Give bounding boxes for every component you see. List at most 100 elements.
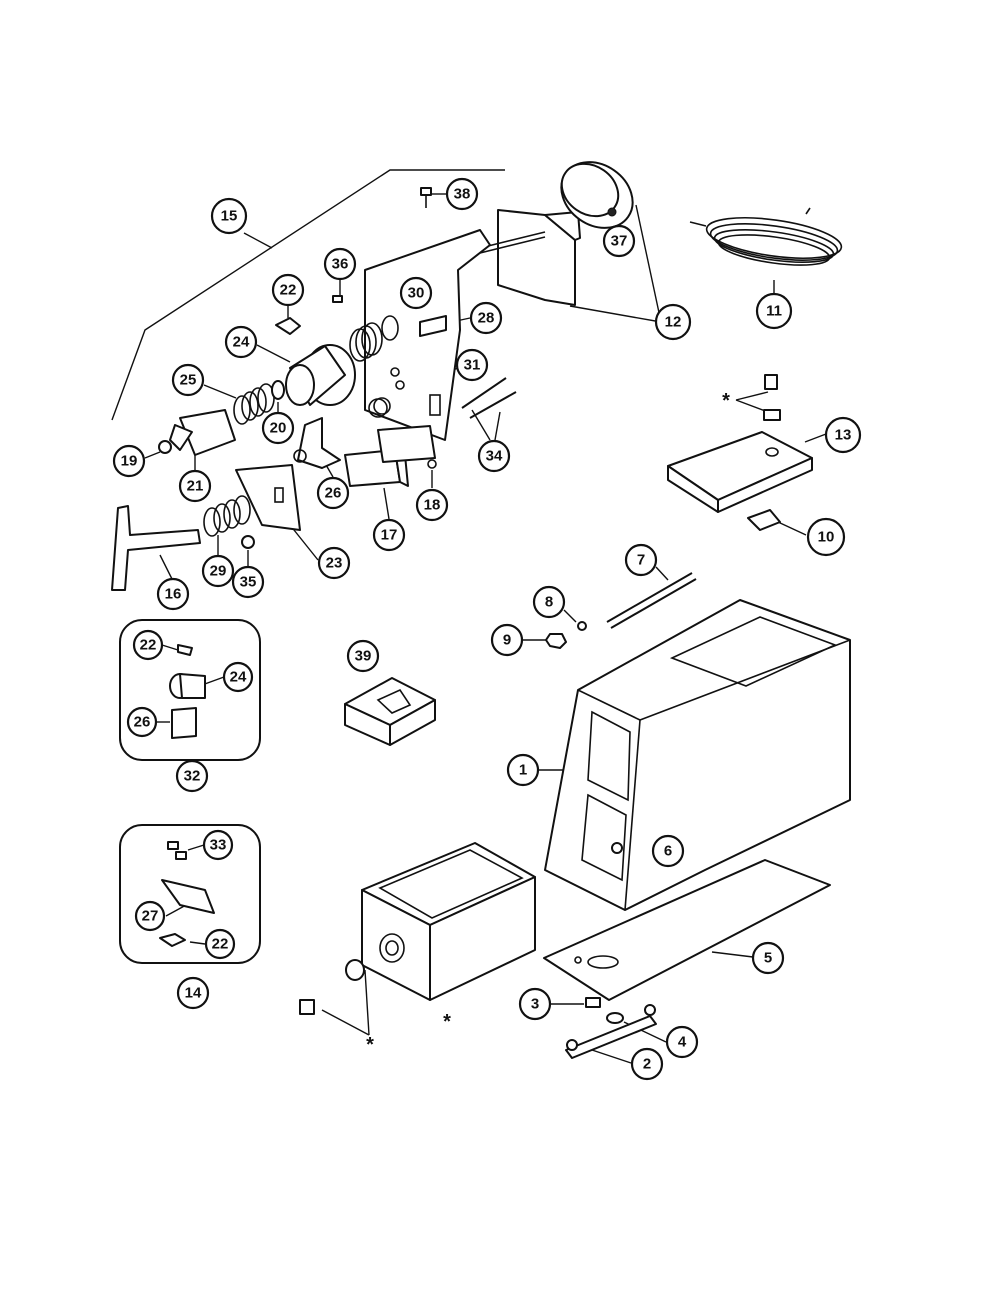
callout-21: 21 xyxy=(178,469,212,503)
callout-32: 32 xyxy=(175,759,209,793)
callout-1: 1 xyxy=(506,753,540,787)
callout-22: 22 xyxy=(271,273,305,307)
callout-26: 26 xyxy=(316,476,350,510)
part-1-main-housing xyxy=(544,599,851,911)
svg-text:23: 23 xyxy=(326,555,343,572)
svg-text:19: 19 xyxy=(121,453,138,470)
svg-text:20: 20 xyxy=(270,420,287,437)
part-5-base-plate xyxy=(543,859,831,1001)
svg-text:39: 39 xyxy=(355,648,372,665)
part-19-nut xyxy=(158,440,172,454)
callout-9: 9 xyxy=(490,623,524,657)
svg-text:1: 1 xyxy=(519,762,527,779)
callout-30: 30 xyxy=(399,276,433,310)
callout-16: 16 xyxy=(156,577,190,611)
svg-text:21: 21 xyxy=(187,478,204,495)
svg-text:4: 4 xyxy=(678,1034,687,1051)
part-35-nut xyxy=(241,535,255,549)
part-20-washer xyxy=(271,380,285,400)
callout-2: 2 xyxy=(630,1047,664,1081)
callout-36: 36 xyxy=(323,247,357,281)
callout-17: 17 xyxy=(372,518,406,552)
svg-text:17: 17 xyxy=(381,527,398,544)
kit-32-box xyxy=(119,619,261,761)
part-10-clip xyxy=(747,509,781,531)
callout-18: 18 xyxy=(415,488,449,522)
part-28-mounting-plate xyxy=(364,229,491,441)
svg-text:7: 7 xyxy=(637,552,645,569)
svg-text:10: 10 xyxy=(818,529,835,546)
callout-39: 39 xyxy=(346,639,380,673)
svg-text:18: 18 xyxy=(424,497,441,514)
part-13-cover-plate xyxy=(667,374,813,513)
svg-text:15: 15 xyxy=(221,208,238,225)
kit32-callout-26: 26 xyxy=(126,706,158,738)
callout-34: 34 xyxy=(477,439,511,473)
part-24-gear-drum xyxy=(285,344,356,406)
part-26-bracket xyxy=(293,417,341,469)
svg-text:25: 25 xyxy=(180,372,197,389)
part-11-wire-coil xyxy=(689,207,843,266)
callout-3: 3 xyxy=(518,987,552,1021)
callout-15: 15 xyxy=(210,197,248,235)
asterisk-bin: * xyxy=(443,1011,451,1033)
callout-12: 12 xyxy=(654,303,692,341)
part-3-screw xyxy=(585,997,601,1008)
callout-28: 28 xyxy=(469,301,503,335)
svg-text:34: 34 xyxy=(486,448,503,465)
part-12-motor-housing xyxy=(479,161,634,306)
svg-text:9: 9 xyxy=(503,632,511,649)
svg-text:28: 28 xyxy=(478,310,495,327)
part-6-grommet xyxy=(611,842,623,854)
svg-text:26: 26 xyxy=(134,714,151,731)
callout-38: 38 xyxy=(445,177,479,211)
svg-text:22: 22 xyxy=(140,637,157,654)
svg-text:16: 16 xyxy=(165,586,182,603)
svg-text:8: 8 xyxy=(545,594,553,611)
part-21-impeller xyxy=(169,409,236,456)
svg-text:12: 12 xyxy=(665,314,682,331)
svg-text:30: 30 xyxy=(408,285,425,302)
svg-text:35: 35 xyxy=(240,574,257,591)
callout-29: 29 xyxy=(201,554,235,588)
callout-11: 11 xyxy=(755,292,793,330)
svg-text:5: 5 xyxy=(764,950,772,967)
svg-text:27: 27 xyxy=(142,908,159,925)
kit14-callout-33: 33 xyxy=(202,829,234,861)
callout-5: 5 xyxy=(751,941,785,975)
callout-20: 20 xyxy=(261,411,295,445)
svg-text:2: 2 xyxy=(643,1056,651,1073)
callout-7: 7 xyxy=(624,543,658,577)
svg-text:24: 24 xyxy=(233,334,250,351)
callout-31: 31 xyxy=(455,348,489,382)
callout-19: 19 xyxy=(112,444,146,478)
svg-text:24: 24 xyxy=(230,669,247,686)
svg-text:32: 32 xyxy=(184,768,201,785)
kit32-callout-22: 22 xyxy=(132,629,164,661)
part-38-screw xyxy=(420,187,432,208)
svg-text:36: 36 xyxy=(332,256,349,273)
part-34-rods xyxy=(461,377,517,419)
kit14-callout-22: 22 xyxy=(204,928,236,960)
svg-text:29: 29 xyxy=(210,563,227,580)
svg-text:31: 31 xyxy=(464,357,481,374)
part-bin-hardware xyxy=(299,959,365,1015)
svg-text:33: 33 xyxy=(210,837,227,854)
part-2-arm xyxy=(565,1004,657,1059)
part-8-9-hardware xyxy=(545,621,587,649)
part-ice-bin xyxy=(361,842,536,1001)
svg-text:3: 3 xyxy=(531,996,539,1013)
callout-35: 35 xyxy=(231,565,265,599)
kit-14-box xyxy=(119,824,261,964)
svg-text:22: 22 xyxy=(280,282,297,299)
callout-8: 8 xyxy=(532,585,566,619)
svg-text:26: 26 xyxy=(325,485,342,502)
callout-10: 10 xyxy=(806,517,846,557)
part-22-wing-nut xyxy=(275,317,301,335)
part-36-screw xyxy=(332,295,343,303)
callout-25: 25 xyxy=(171,363,205,397)
callout-6: 6 xyxy=(651,834,685,868)
part-29-spring xyxy=(203,495,251,537)
asterisk-top: * xyxy=(722,390,730,412)
